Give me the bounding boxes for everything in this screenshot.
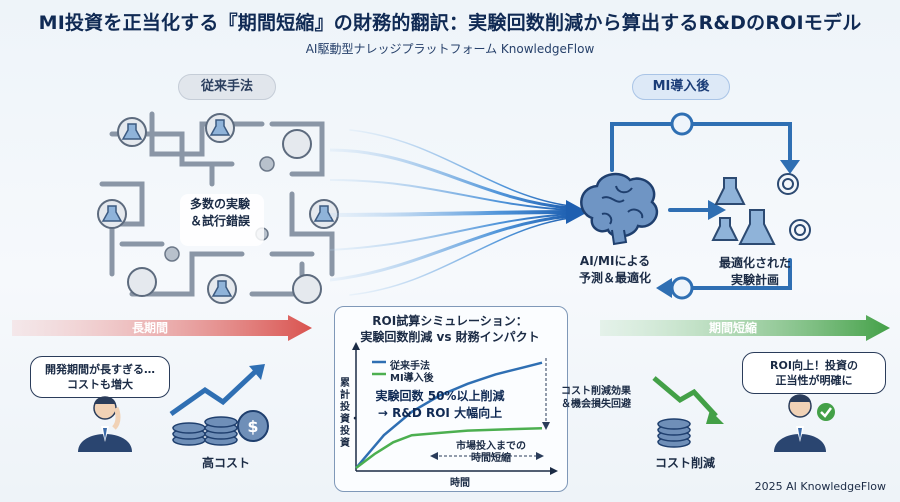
time-note-2: 時間短縮 [471, 453, 511, 464]
cost-reduction-icon [652, 376, 724, 448]
panel-title-1: ROI試算シミュレーション： [372, 314, 528, 328]
footer-credit: 2025 AI KnowledgeFlow [754, 480, 886, 493]
predict-optimize-label: 予測＆最適化 [578, 271, 651, 285]
legend-conventional: 従来手法 [390, 361, 430, 372]
data-flow-stream [330, 129, 588, 296]
high-cost-label: 高コスト [201, 456, 250, 470]
brain-icon [580, 172, 659, 246]
side-note-2: ＆機会損失回避 [561, 399, 631, 410]
right-speech-bubble: ROI向上！投資の 正当性が明確に [742, 352, 886, 394]
time-note-1: 市場投入までの [456, 441, 526, 452]
bubble-line-1: 開発期間が長すぎる… [45, 363, 155, 376]
left-speech-bubble: 開発期間が長すぎる… コストも増大 [30, 356, 170, 398]
optimized-label: 最適化された [718, 256, 791, 270]
high-cost-coins-icon: $ [169, 364, 269, 446]
bubble-line-2: 正当性が明確に [775, 374, 853, 387]
cost-reduction-label: コスト削減 [654, 456, 715, 470]
svg-text:$: $ [247, 417, 258, 436]
side-note-1: コスト削減効果 [561, 386, 631, 397]
bubble-line-1: ROI向上！投資の [770, 359, 858, 372]
trial-error-maze [97, 111, 339, 304]
conventional-header: 従来手法 [178, 74, 276, 100]
trial-error-label: ＆試行錯誤 [189, 214, 250, 228]
confident-businessman-icon [774, 394, 835, 452]
roi-chart [352, 342, 558, 475]
many-experiments-label: 多数の実験 [189, 197, 250, 211]
optimized-flow [610, 112, 811, 300]
mi-header: MI導入後 [632, 74, 730, 100]
long-period-arrow: 長期間 [12, 315, 312, 341]
highlight-line-1: 実験回数 50%以上削減 [375, 389, 505, 403]
bubble-line-2: コストも増大 [67, 378, 133, 391]
shortening-label: 期間短縮 [708, 321, 757, 335]
series-line-conventional [355, 361, 543, 469]
panel-title-2: 実験回数削減 vs 財務インパクト [360, 330, 540, 344]
stressed-businessman-icon [78, 396, 132, 452]
page-title: MI投資を正当化する『期間短縮』の財務的翻訳：実験回数削減から算出するR&DのR… [38, 12, 862, 34]
series-line-mi [355, 426, 543, 469]
experiment-plan-label: 実験計画 [730, 273, 779, 287]
shortening-arrow: 期間短縮 [600, 315, 890, 341]
ai-mi-label: AI/MIによる [579, 254, 651, 268]
x-axis-label: 時間 [450, 478, 470, 489]
long-period-label: 長期間 [131, 321, 168, 335]
legend-mi: MI導入後 [390, 373, 434, 384]
y-axis-label: 累計投資・投資 [340, 378, 360, 449]
page-subtitle: AI駆動型ナレッジプラットフォーム KnowledgeFlow [305, 42, 595, 56]
roi-simulation-panel [334, 306, 568, 492]
highlight-line-2: → R&D ROI 大幅向上 [377, 406, 503, 420]
